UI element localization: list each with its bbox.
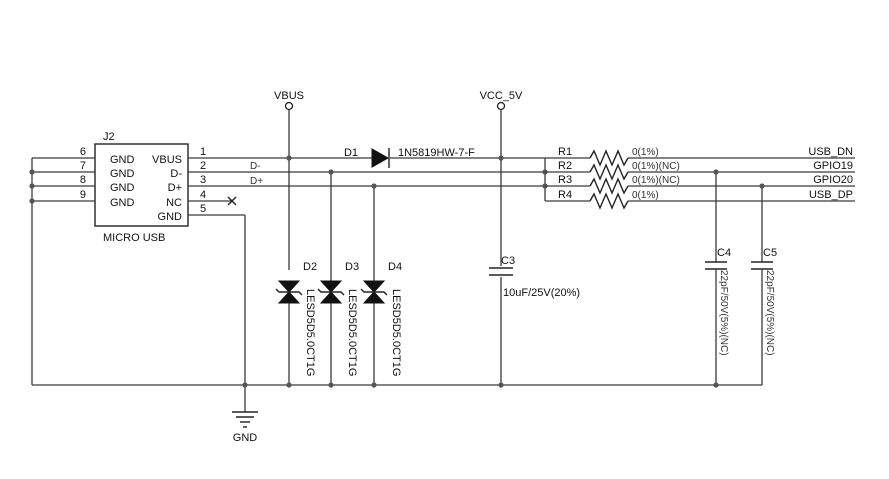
pin-1-name: VBUS [152,154,182,166]
resistor-r4: R4 0(1%) [545,189,855,210]
pin-3-name: D+ [168,182,182,194]
pin-4-name: NC [166,197,182,209]
connector-j2: J2 MICRO USB 6 7 8 9 GND GND GND GND 1 2… [32,131,245,244]
r4-value: 0(1%) [632,190,659,201]
junction-dot [498,155,504,161]
vcc-flag: VCC_5V [480,90,523,266]
pin-2-name: D- [170,168,182,180]
junction-dot [29,198,35,204]
r3-value: 0(1%)(NC) [632,175,680,186]
pin-5-name: GND [158,211,183,223]
junction-dot [328,169,334,175]
c5-ref: C5 [763,247,777,259]
pin-1-num: 1 [200,146,206,158]
resistor-r1: R1 0(1%) [545,146,855,167]
pin-6-name: GND [110,154,135,166]
net-usb-dn: USB_DN [808,146,853,158]
d1-ref: D1 [344,147,358,159]
pin-7-num: 7 [80,160,86,172]
junction-dot [713,382,719,388]
c5-value: 22pF/50V(5%)(NC) [764,270,775,356]
capacitor-c4: C4 22pF/50V(5%)(NC) [705,172,731,385]
r2-ref: R2 [558,160,572,172]
c4-ref: C4 [717,247,731,259]
connector-ref: J2 [103,131,115,143]
pin-5-num: 5 [200,203,206,215]
d4-value: LESD5D5.0CT1G [390,289,402,376]
pin-8-num: 8 [80,174,86,186]
diode-d1: D1 1N5819HW-7-F [344,147,475,168]
junction-dot [328,382,334,388]
pin-7-name: GND [110,168,135,180]
pin-3-num: 3 [200,174,206,186]
junction-dot [371,183,377,189]
d2-value: LESD5D5.0CT1G [304,289,316,376]
c4-value: 22pF/50V(5%)(NC) [718,270,729,356]
pin-6-num: 6 [80,146,86,158]
gnd-symbol: GND [232,411,258,444]
net-gpio20: GPIO20 [813,174,853,186]
pin-8-name: GND [110,182,135,194]
d3-ref: D3 [345,261,359,273]
vbus-flag: VBUS [274,90,304,270]
junction-dot [29,169,35,175]
junction-dot [242,382,248,388]
junction-dot [371,382,377,388]
junction-dot [286,382,292,388]
r3-ref: R3 [558,174,572,186]
d2-ref: D2 [303,261,317,273]
pin-9-num: 9 [80,189,86,201]
d1-value: 1N5819HW-7-F [398,147,475,159]
junction-dot [713,169,719,175]
junction-dot [29,183,35,189]
no-connect-mark [227,196,237,206]
gnd-label: GND [233,432,258,444]
r2-value: 0(1%)(NC) [632,161,680,172]
d3-value: LESD5D5.0CT1G [346,289,358,376]
capacitor-c5: C5 22pF/50V(5%)(NC) [751,186,777,385]
r4-ref: R4 [558,189,572,201]
dplus-label: D+ [250,176,263,187]
r1-value: 0(1%) [632,147,659,158]
c3-value: 10uF/25V(20%) [503,287,580,299]
r1-ref: R1 [558,146,572,158]
junction-dot [286,155,292,161]
resistor-r2: R2 0(1%)(NC) [545,160,855,181]
connector-name: MICRO USB [103,232,165,244]
junction-dot [759,183,765,189]
tvs-diode-d3: D3 LESD5D5.0CT1G [317,172,359,385]
net-usb-dp: USB_DP [809,189,853,201]
net-gpio19: GPIO19 [813,160,853,172]
tvs-diode-d4: D4 LESD5D5.0CT1G [360,186,402,385]
capacitor-c3: C3 10uF/25V(20%) [489,255,580,385]
connector-body [94,143,189,227]
pin-4-num: 4 [200,189,206,201]
tvs-diode-d2: D2 LESD5D5.0CT1G [275,261,317,385]
vbus-label: VBUS [274,90,304,102]
resistor-r3: R3 0(1%)(NC) [545,174,855,195]
vcc-label: VCC_5V [480,90,523,102]
c3-ref: C3 [501,255,515,267]
dminus-label: D- [250,161,261,172]
d4-ref: D4 [388,261,402,273]
pin-9-name: GND [110,197,135,209]
junction-dot [498,382,504,388]
pin-2-num: 2 [200,160,206,172]
